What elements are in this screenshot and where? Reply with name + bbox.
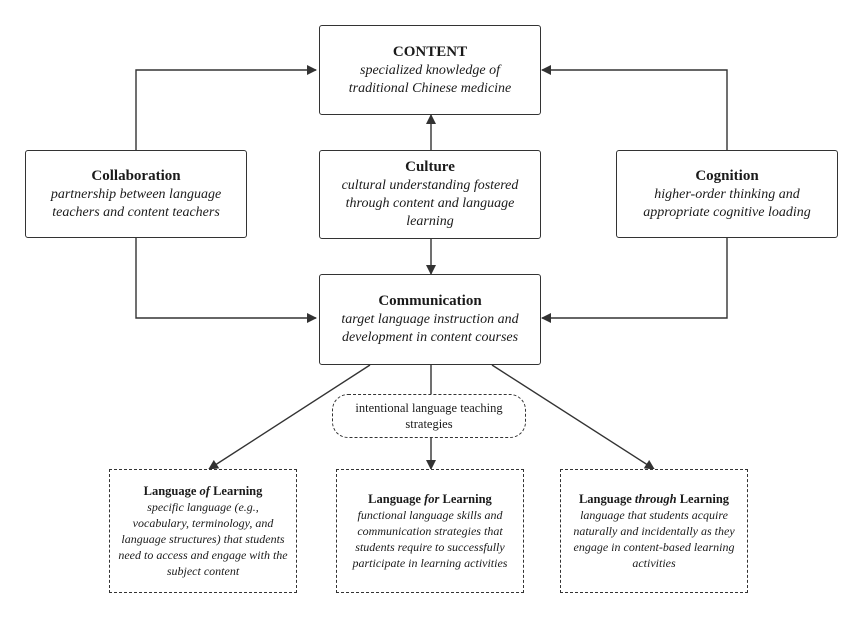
edge-collaboration-to-content <box>135 65 317 150</box>
culture-node: Culture cultural understanding fostered … <box>319 150 541 239</box>
edge-collaboration-to-communication <box>135 238 317 323</box>
communication-desc: target language instruction and developm… <box>341 312 519 345</box>
collaboration-node: Collaboration partnership between langua… <box>25 150 247 238</box>
strategies-pill: intentional language teaching strategies <box>332 394 526 438</box>
lang-of-desc: specific language (e.g., vocabulary, ter… <box>118 500 288 578</box>
cognition-node: Cognition higher-order thinking and appr… <box>616 150 838 238</box>
edge-communication-to-lang-through <box>491 364 655 470</box>
lang-for-node: Language for Learning functional languag… <box>336 469 524 593</box>
edge-cognition-to-content <box>541 65 728 150</box>
lang-through-node: Language through Learning language that … <box>560 469 748 593</box>
culture-title: Culture <box>405 159 455 175</box>
lang-for-title: Language for Learning <box>368 492 492 506</box>
collaboration-desc: partnership between language teachers an… <box>50 186 222 220</box>
lang-of-title: Language of Learning <box>143 484 263 498</box>
content-desc: specialized knowledge of traditional Chi… <box>348 62 512 96</box>
communication-title: Communication <box>378 293 482 309</box>
lang-for-desc: functional language skills and communica… <box>352 508 508 570</box>
culture-desc: cultural understanding fostered through … <box>341 178 519 229</box>
communication-node: Communication target language instructio… <box>319 274 541 365</box>
lang-through-desc: language that students acquire naturally… <box>573 508 735 570</box>
content-title: CONTENT <box>392 43 468 60</box>
content-node: CONTENT specialized knowledge of traditi… <box>319 25 541 115</box>
lang-of-node: Language of Learning specific language (… <box>109 469 297 593</box>
edge-communication-to-lang-of <box>208 364 371 470</box>
strategies-label: intentional language teaching strategies <box>355 401 503 431</box>
edge-cognition-to-communication <box>541 238 728 323</box>
cognition-title: Cognition <box>695 167 759 184</box>
cognition-desc: higher-order thinking and appropriate co… <box>643 186 811 220</box>
lang-through-title: Language through Learning <box>578 492 730 506</box>
collaboration-title: Collaboration <box>91 167 181 184</box>
